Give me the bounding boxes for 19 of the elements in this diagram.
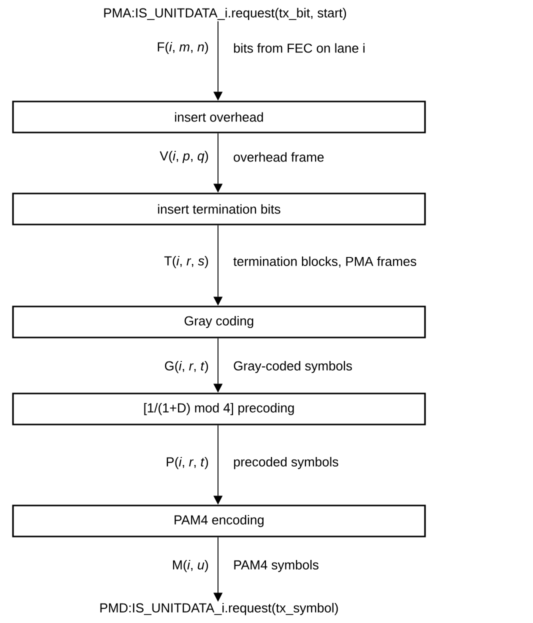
edge-label: F(i, m, n) xyxy=(158,42,208,54)
signal-description: bits from FEC on lane i xyxy=(234,43,365,53)
signal-description: precoded symbols xyxy=(234,456,338,470)
process-box: insert termination bits xyxy=(12,192,426,226)
process-box: Gray coding xyxy=(12,306,426,338)
process-box: [1/(1+D) mod 4] precoding xyxy=(12,392,426,426)
signal-description: PAM4 symbols xyxy=(234,560,318,572)
edge-label: V(i, p, q) xyxy=(160,150,208,164)
edge-label: G(i, r, t) xyxy=(164,360,208,374)
edge-label: P(i, r, t) xyxy=(166,456,208,470)
signal-description: Gray-coded symbols xyxy=(234,360,352,374)
signal-label: PMA:IS_UNITDATA_i.request(tx_bit, start) xyxy=(104,8,346,20)
signal-description: termination blocks, PMA frames xyxy=(233,256,416,268)
signal-label: PMD:IS_UNITDATA_i.request(tx_symbol) xyxy=(100,602,338,616)
edge-label: T(i, r, s) xyxy=(164,256,208,268)
process-box: PAM4 encoding xyxy=(12,504,426,538)
edge-label: M(i, u) xyxy=(173,560,208,572)
process-box: insert overhead xyxy=(12,100,426,134)
signal-description: overhead frame xyxy=(234,152,324,162)
